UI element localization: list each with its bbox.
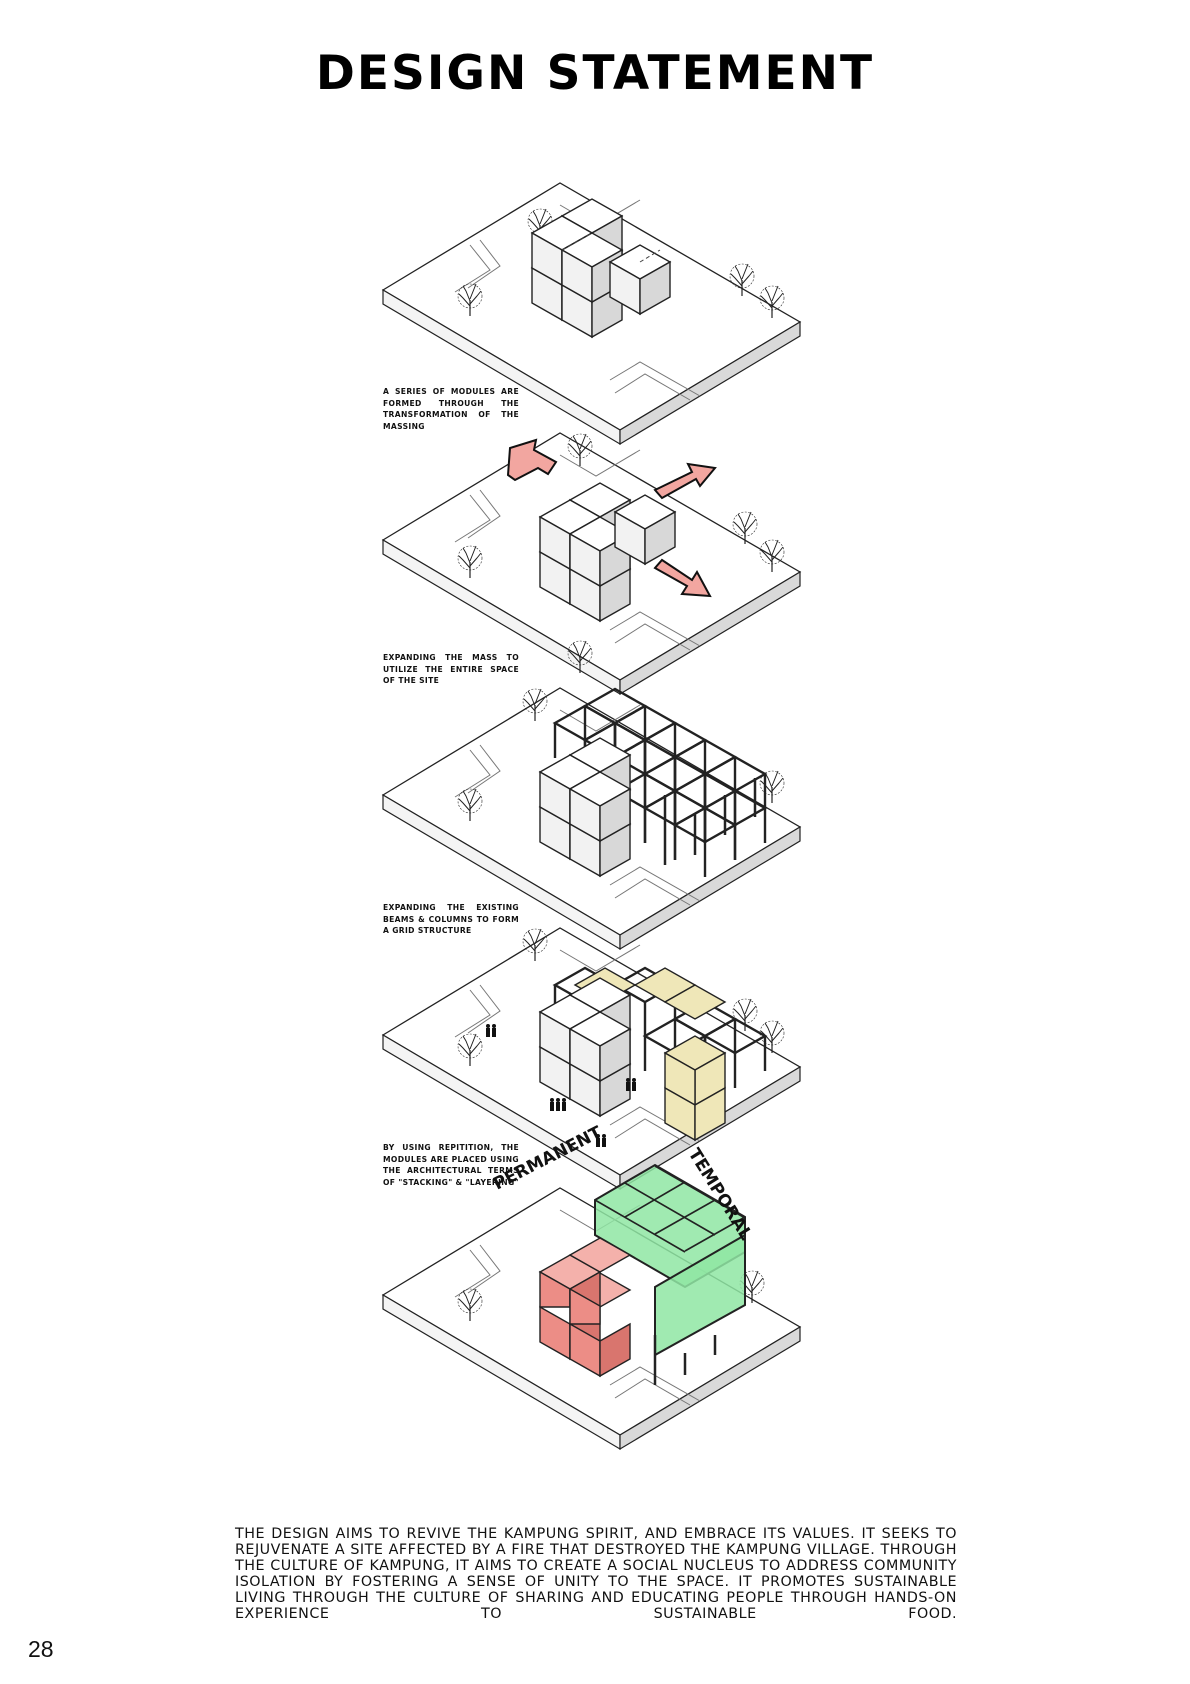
grid-structure-diagram [382, 640, 801, 950]
step-2-caption: Expanding the mass to utilize the entire… [383, 653, 519, 685]
step-2-expansion [0, 250, 1190, 695]
page-number: 28 [28, 1636, 54, 1662]
massing-diagram [382, 182, 801, 445]
step-4-caption: By using repitition, the modules are pla… [383, 1143, 519, 1187]
step-4-stacking [0, 745, 1190, 1190]
step-1-massing [0, 0, 1190, 445]
expand-arrow-se [653, 558, 712, 598]
stacked-modules [573, 967, 727, 1142]
permanent-temporal-diagram: PERMANENT TEMPORAL [382, 1122, 801, 1450]
step-1-caption: A series of modules are formed through t… [383, 387, 519, 431]
expansion-diagram [382, 432, 801, 695]
page-title: DESIGN STATEMENT [315, 46, 875, 101]
expand-arrow-nw [506, 438, 558, 482]
step-3-grid [0, 505, 1190, 950]
permanent-zone [538, 1237, 632, 1378]
step-5-zoning: PERMANENT TEMPORAL [0, 1005, 1190, 1450]
design-statement-text: THE DESIGN AIMS TO REVIVE THE KAMPUNG SP… [235, 1526, 957, 1623]
permanent-label: PERMANENT [490, 1122, 605, 1194]
step-3-caption: Expanding the existing beams & columns t… [383, 903, 519, 935]
stacking-layering-diagram [382, 927, 801, 1190]
expand-arrow-ne [653, 462, 717, 500]
